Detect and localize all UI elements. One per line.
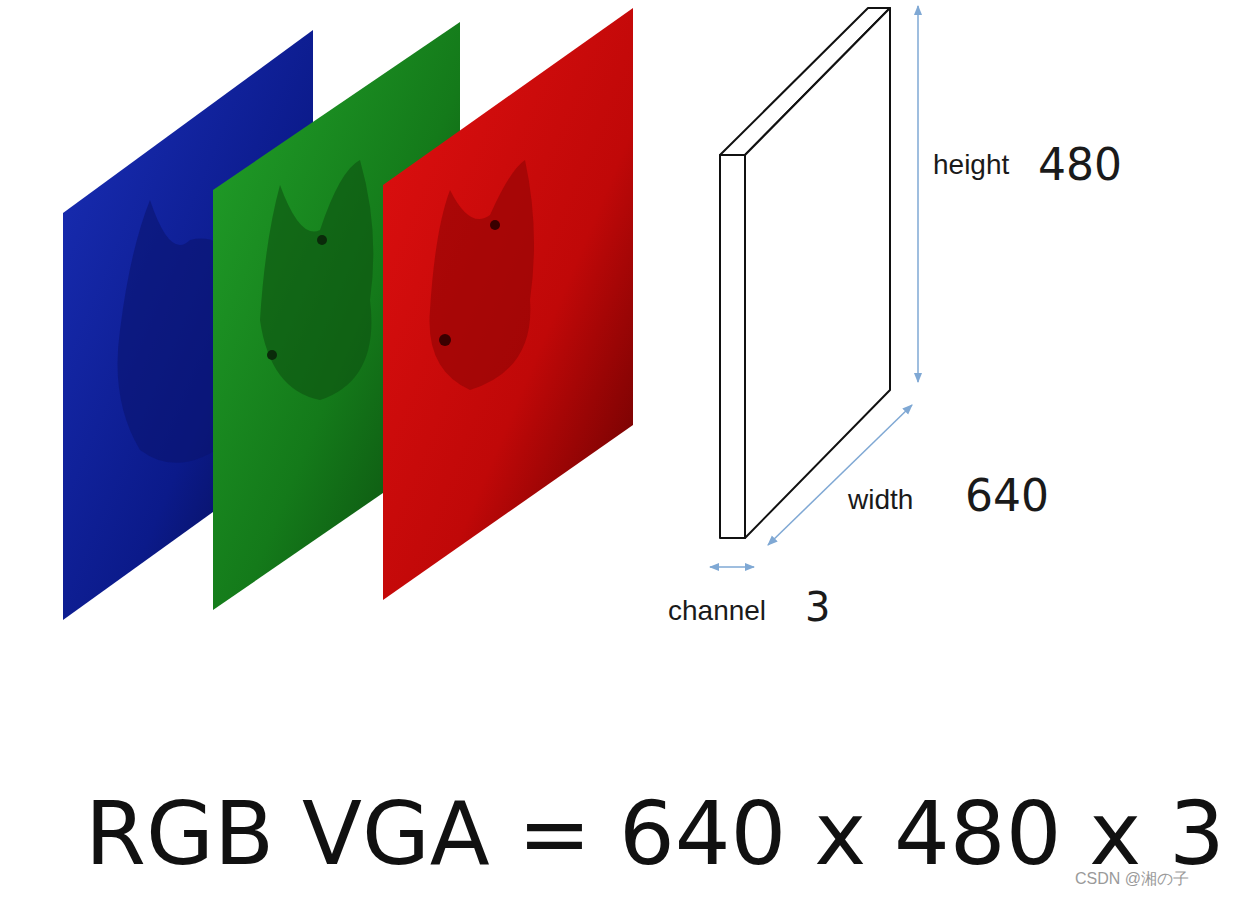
dimension-value: 3 [805, 587, 830, 627]
dimension-value: 480 [1038, 143, 1122, 187]
tensor-box [720, 8, 890, 538]
dimension-name: width [848, 486, 913, 514]
dimension-name: height [933, 151, 1009, 179]
dimension-name: channel [668, 597, 766, 625]
dimension-value: 640 [965, 474, 1049, 518]
dimension-arrows [710, 6, 918, 567]
red-channel [383, 8, 633, 600]
watermark: CSDN @湘の子 [1075, 871, 1189, 887]
formula: RGB VGA = 640 x 480 x 3 [85, 791, 1225, 879]
